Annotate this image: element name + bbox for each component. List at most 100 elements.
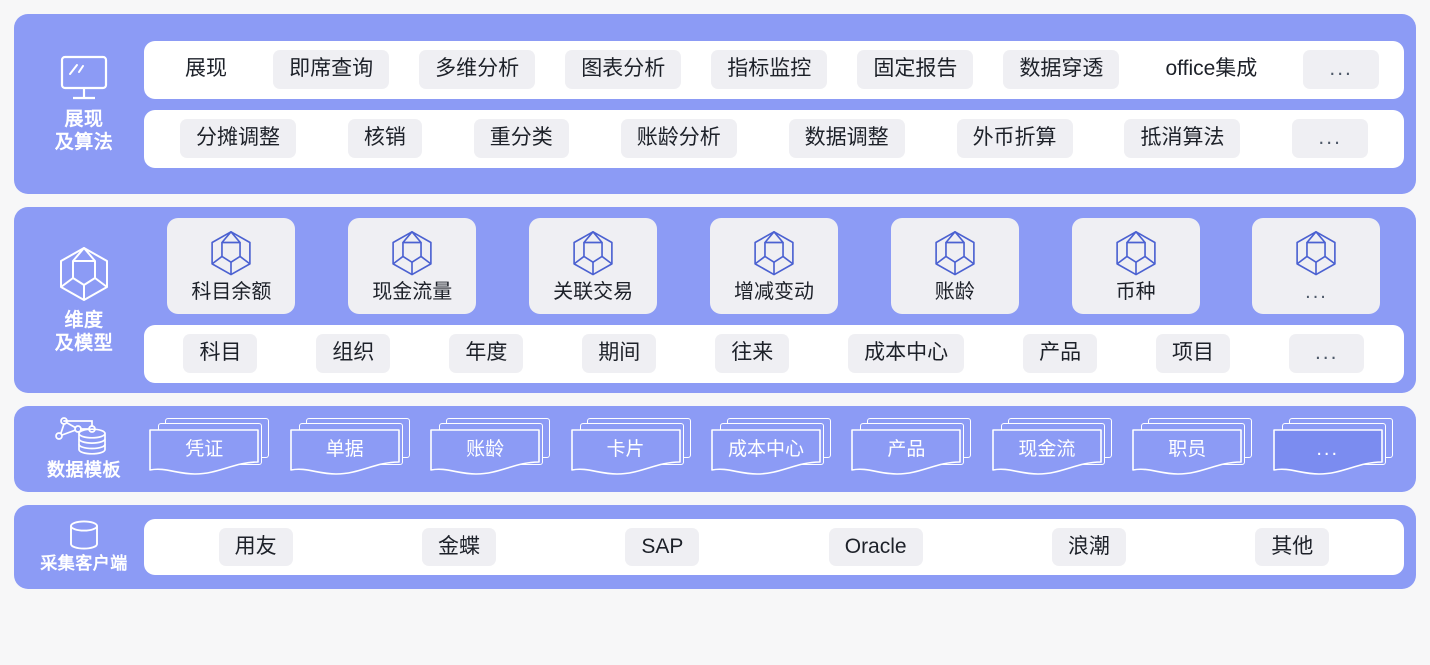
section-label-text: 采集客户端 [40, 554, 128, 574]
sheet-front [289, 429, 400, 479]
row-algorithms: 分摊调整 核销 重分类 账龄分析 数据调整 外币折算 抵消算法 ... [144, 109, 1404, 168]
chip-client-other[interactable]: 其他 [1255, 527, 1330, 567]
section-label-text: 数据模板 [47, 460, 121, 481]
chip-client-sap[interactable]: SAP [625, 527, 700, 567]
template-card-card[interactable]: 卡片 [570, 418, 697, 480]
cube-icon [389, 229, 435, 279]
sheet-front [711, 429, 821, 479]
chip-adhoc-query[interactable]: 即席查询 [273, 50, 390, 89]
sheet-front [570, 429, 681, 479]
section-label-text: 维度 及模型 [54, 309, 114, 354]
template-card-cost-center[interactable]: 成本中心 [711, 418, 837, 480]
chip-reclassify[interactable]: 重分类 [473, 119, 569, 158]
row-collection-clients: 用友 金蝶 SAP Oracle 浪潮 其他 [144, 519, 1404, 575]
chip-writeoff[interactable]: 核销 [347, 119, 422, 158]
row-presentation-features: 展现 即席查询 多维分析 图表分析 指标监控 固定报告 数据穿透 office集… [144, 40, 1404, 99]
chip-more-algorithms[interactable]: ... [1292, 119, 1368, 158]
template-card-aging[interactable]: 账龄 [430, 418, 556, 480]
chip-year[interactable]: 年度 [449, 334, 524, 373]
template-card-label: 产品 [887, 438, 926, 460]
model-card-aging[interactable]: 账龄 [890, 217, 1019, 314]
cube-icon [751, 229, 797, 279]
model-card-label: 账龄 [934, 280, 975, 303]
chip-product[interactable]: 产品 [1023, 334, 1098, 373]
chip-aging-analysis[interactable]: 账龄分析 [620, 119, 737, 158]
sheet-front [1272, 429, 1383, 479]
template-card-label: 账龄 [466, 438, 505, 460]
template-card-label: 单据 [325, 438, 364, 460]
chip-more-dimensions[interactable]: ... [1288, 334, 1365, 373]
cube-icon [932, 229, 978, 279]
model-card-label: ... [1305, 280, 1328, 303]
model-card-currency[interactable]: 币种 [1071, 217, 1200, 314]
model-card-label: 币种 [1115, 280, 1156, 303]
section-data-template: 数据模板 凭证 [14, 406, 1416, 492]
chip-client-inspur[interactable]: 浪潮 [1051, 527, 1126, 567]
template-card-label: 卡片 [606, 438, 645, 460]
model-card-account-balance[interactable]: 科目余额 [167, 217, 296, 314]
model-card-label: 增减变动 [733, 280, 814, 303]
chip-presentation[interactable]: 展现 [185, 57, 228, 81]
section-collection-client: 采集客户端 用友 金蝶 SAP Oracle 浪潮 其他 [14, 505, 1416, 589]
chip-fixed-report[interactable]: 固定报告 [857, 50, 974, 89]
cube-icon [1293, 229, 1339, 279]
chip-data-drilldown[interactable]: 数据穿透 [1003, 50, 1120, 89]
template-card-label: 现金流 [1018, 438, 1076, 460]
row-dimensions: 科目 组织 年度 期间 往来 成本中心 产品 项目 ... [144, 324, 1404, 383]
chip-chart-analysis[interactable]: 图表分析 [565, 50, 682, 89]
section-dimension-model: 维度 及模型 科目余额 [14, 207, 1416, 393]
row-data-templates: 凭证 单据 账龄 [144, 418, 1404, 480]
sheet-front [149, 429, 260, 479]
model-card-increase-decrease[interactable]: 增减变动 [709, 217, 838, 314]
template-card-product[interactable]: 产品 [851, 418, 977, 480]
chip-client-kingdee[interactable]: 金蝶 [422, 527, 497, 567]
section-label-text: 展现 及算法 [54, 108, 114, 153]
chip-client-oracle[interactable]: Oracle [828, 527, 923, 567]
template-card-label: ... [1316, 438, 1340, 460]
section-collection-client-label: 采集客户端 [24, 519, 144, 575]
template-card-label: 职员 [1168, 438, 1207, 460]
cube-icon [1113, 229, 1159, 279]
model-card-related-party-transaction[interactable]: 关联交易 [529, 217, 658, 314]
chip-multidim-analysis[interactable]: 多维分析 [419, 50, 536, 89]
chip-metric-monitor[interactable]: 指标监控 [711, 50, 828, 89]
section-collection-client-body: 用友 金蝶 SAP Oracle 浪潮 其他 [144, 519, 1404, 575]
template-card-voucher[interactable]: 凭证 [149, 418, 275, 480]
section-dimension-body: 科目余额 现金流量 [144, 217, 1404, 383]
row-models: 科目余额 现金流量 [144, 217, 1404, 314]
monitor-icon [55, 54, 113, 104]
model-card-cash-flow[interactable]: 现金流量 [348, 217, 477, 314]
chip-allocation-adjust[interactable]: 分摊调整 [179, 119, 296, 158]
template-card-employee[interactable]: 职员 [1132, 418, 1258, 480]
chip-period[interactable]: 期间 [582, 334, 657, 373]
template-card-document[interactable]: 单据 [289, 418, 416, 480]
chip-data-adjust[interactable]: 数据调整 [788, 119, 905, 158]
chip-account[interactable]: 科目 [183, 334, 258, 373]
cube-icon [56, 245, 112, 305]
chip-project[interactable]: 项目 [1156, 334, 1231, 373]
chip-elimination-algorithm[interactable]: 抵消算法 [1124, 119, 1241, 158]
chip-organization[interactable]: 组织 [316, 334, 391, 373]
model-card-label: 现金流量 [372, 280, 453, 303]
section-dimension-label: 维度 及模型 [24, 245, 144, 355]
template-card-more[interactable]: ... [1272, 418, 1399, 480]
chip-currency-translation[interactable]: 外币折算 [956, 119, 1073, 158]
chip-more-features[interactable]: ... [1303, 50, 1379, 89]
section-presentation-body: 展现 即席查询 多维分析 图表分析 指标监控 固定报告 数据穿透 office集… [144, 40, 1404, 168]
sheet-front [851, 429, 962, 479]
section-presentation-label: 展现 及算法 [24, 54, 144, 154]
section-presentation: 展现 及算法 展现 即席查询 多维分析 图表分析 指标监控 固定报告 数据穿透 … [14, 14, 1416, 194]
chip-counterparty[interactable]: 往来 [715, 334, 790, 373]
template-card-cash-flow[interactable]: 现金流 [992, 418, 1118, 480]
database-cylinder-icon [62, 519, 106, 553]
cube-icon [570, 229, 616, 279]
chip-office-integration[interactable]: office集成 [1165, 57, 1258, 81]
cube-icon [208, 229, 254, 279]
chip-cost-center[interactable]: 成本中心 [848, 334, 965, 373]
data-graph-database-icon [53, 416, 115, 458]
section-data-template-label: 数据模板 [24, 416, 144, 482]
template-card-label: 凭证 [185, 438, 224, 460]
model-card-more[interactable]: ... [1252, 217, 1381, 314]
model-card-label: 科目余额 [191, 280, 272, 303]
chip-client-yonyou[interactable]: 用友 [218, 527, 293, 567]
